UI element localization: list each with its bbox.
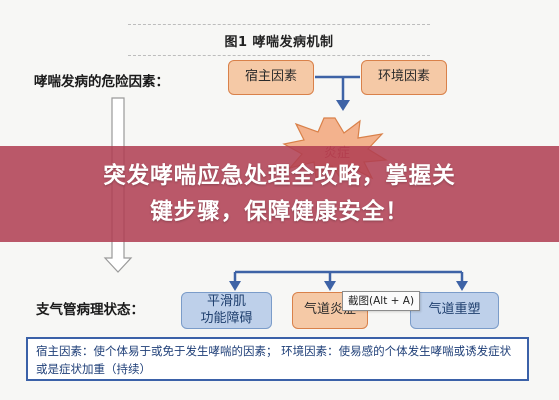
arrowhead-left	[229, 281, 241, 291]
host-factors-box: 宿主因素	[228, 60, 314, 95]
smooth-muscle-line1: 平滑肌	[206, 294, 246, 310]
headline-banner: 突发哮喘应急处理全攻略，掌握关 键步骤，保障健康安全！	[0, 146, 559, 242]
screenshot-tooltip: 截图(Alt + A)	[342, 291, 421, 311]
headline-line-1: 突发哮喘应急处理全攻略，掌握关	[103, 163, 456, 189]
figure-title: 图1 哮喘发病机制	[128, 24, 430, 56]
headline-line-2: 键步骤，保障健康安全！	[150, 199, 409, 225]
smooth-muscle-box: 平滑肌 功能障碍	[181, 292, 272, 329]
definition-note: 宿主因素：使个体易于或免于发生哮喘的因素； 环境因素：使易感的个体发生哮喘或诱发…	[26, 337, 529, 381]
down-arrowhead	[336, 100, 350, 111]
smooth-muscle-line2: 功能障碍	[200, 310, 253, 326]
risk-factors-label: 哮喘发病的危险因素：	[34, 74, 169, 90]
airway-remodeling-box: 气道重塑	[410, 292, 499, 329]
pathology-label: 支气管病理状态：	[36, 302, 144, 318]
arrowhead-middle	[324, 281, 336, 291]
environment-factors-box: 环境因素	[361, 60, 447, 95]
arrowhead-right	[456, 281, 468, 291]
